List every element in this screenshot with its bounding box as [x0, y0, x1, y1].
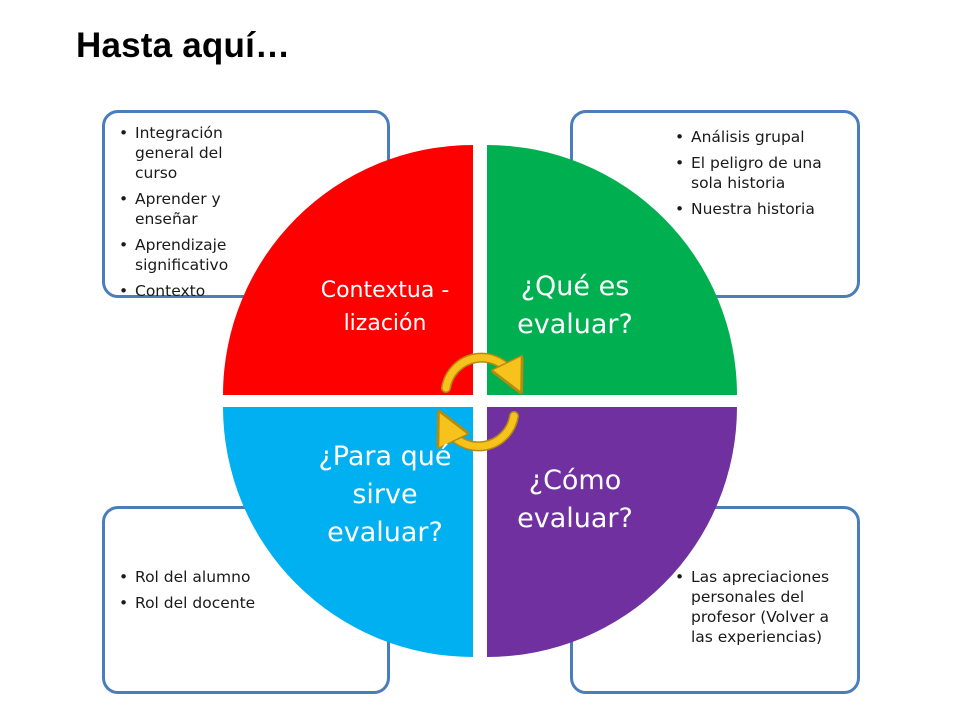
quadrant-label-para-que-sirve: ¿Para qué sirve evaluar?: [318, 441, 452, 548]
box-top-right-list: Análisis grupal El peligro de una sola h…: [673, 127, 849, 225]
list-item: Las apreciaciones personales del profeso…: [673, 567, 849, 647]
box-bottom-left-list: Rol del alumno Rol del docente: [117, 567, 357, 619]
list-item: Aprender y enseñar: [117, 189, 267, 229]
quadrant-top-right: [487, 145, 737, 395]
list-item: Rol del alumno: [117, 567, 357, 587]
quadrant-label-como-evaluar: ¿Cómo evaluar?: [517, 465, 633, 534]
slide-title: Hasta aquí…: [76, 26, 291, 65]
quadrant-bottom-left: [223, 407, 473, 657]
circular-arrows-icon: [446, 352, 514, 452]
list-item: El peligro de una sola historia: [673, 153, 849, 193]
list-item: Rol del docente: [117, 593, 357, 613]
list-item: Aprendizaje significativo: [117, 235, 267, 275]
box-bottom-right-list: Las apreciaciones personales del profeso…: [673, 567, 849, 653]
list-item: Contexto: [117, 281, 267, 301]
quadrant-bottom-right: [487, 407, 737, 657]
box-top-left-list: Integración general del curso Aprender y…: [117, 123, 267, 307]
list-item: Análisis grupal: [673, 127, 849, 147]
list-item: Nuestra historia: [673, 199, 849, 219]
quadrant-top-left: [223, 145, 473, 395]
list-item: Integración general del curso: [117, 123, 267, 183]
quadrant-label-que-es-evaluar: ¿Qué es evaluar?: [517, 271, 633, 340]
quadrant-label-contextualizacion: Contextua -lización: [320, 278, 450, 336]
